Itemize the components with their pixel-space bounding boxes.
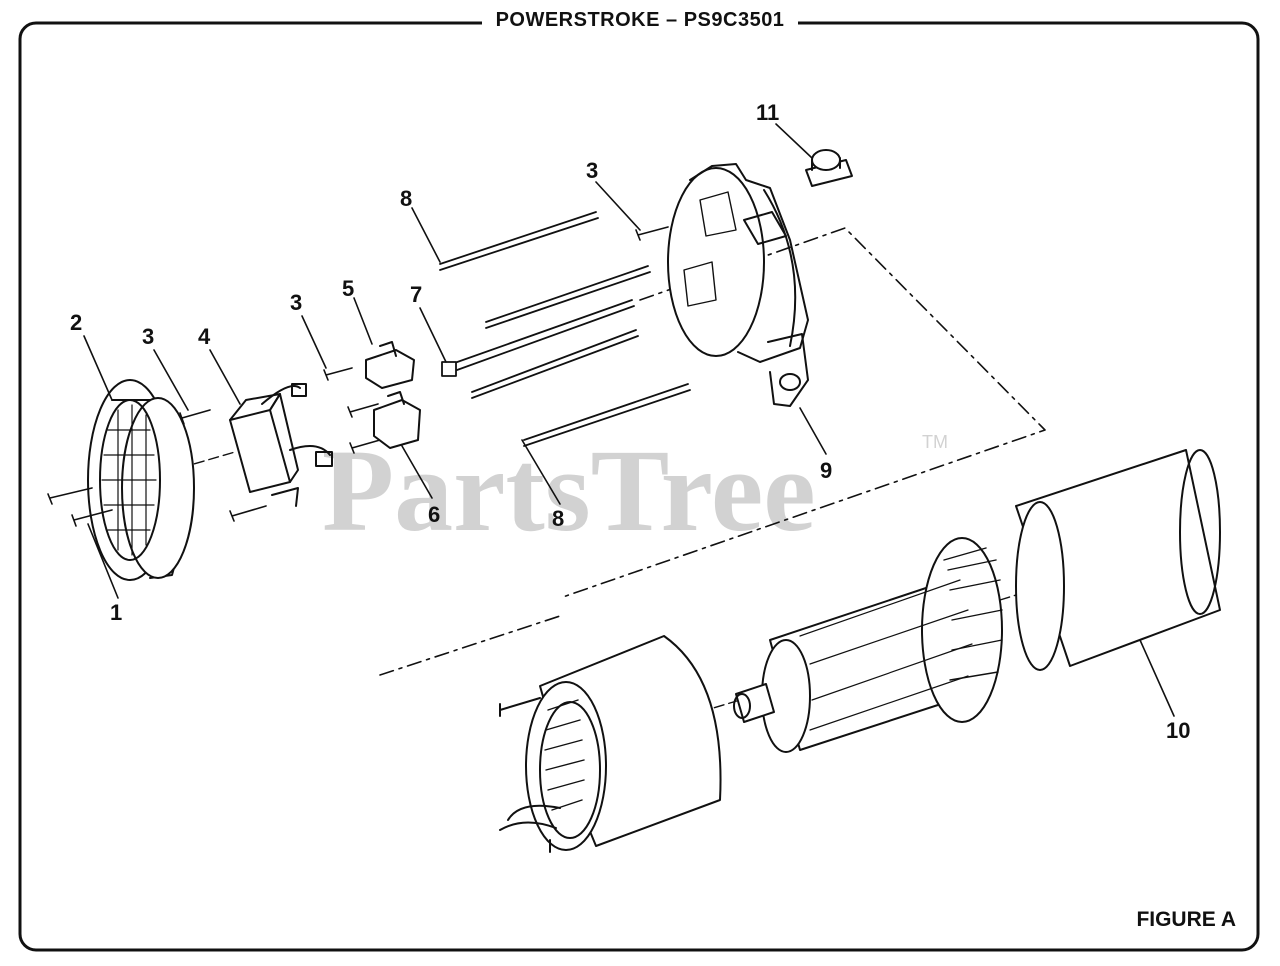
callout-6: 6 [428,502,440,527]
callout-5: 5 [342,276,354,301]
part-through-bolts [439,211,691,447]
callout-labels: 1 2 3 4 3 5 6 7 8 8 3 9 10 11 [70,100,1190,743]
part-stator [499,635,722,853]
figure-label: FIGURE A [1136,908,1236,931]
callout-2: 2 [70,310,82,335]
callout-8b: 8 [552,506,564,531]
callout-3a: 3 [142,324,154,349]
callout-4: 4 [198,324,211,349]
leader-lines [83,123,1175,717]
callout-1: 1 [110,600,122,625]
part-grommet [805,149,853,187]
watermark-text: PartsTree [322,425,816,556]
screw-bolts [47,226,669,527]
callout-3c: 3 [586,158,598,183]
callout-9: 9 [820,458,832,483]
assembly-line-lower [379,615,561,676]
part-armature [733,537,1003,753]
callout-11: 11 [756,100,779,125]
part-brush-holder-upper [365,341,415,389]
callout-3b: 3 [290,290,302,315]
callout-8a: 8 [400,186,412,211]
part-cover-band [1015,449,1221,671]
part-front-housing [667,163,809,407]
callout-7: 7 [410,282,422,307]
part-rear-cover [87,379,195,581]
watermark-trademark: TM [922,432,948,452]
part-brush-holder-lower [373,391,421,449]
part-control-module [229,383,333,507]
callout-10: 10 [1166,718,1190,743]
